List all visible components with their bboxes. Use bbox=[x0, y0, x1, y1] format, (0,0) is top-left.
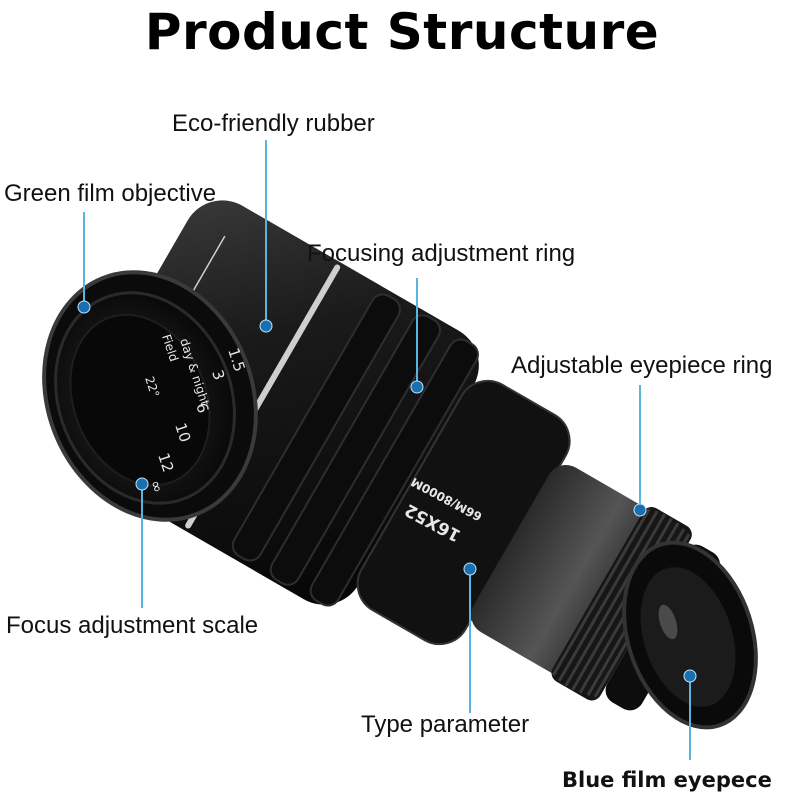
dot-type-param bbox=[463, 562, 477, 576]
scale-mark: ∞ bbox=[146, 478, 167, 495]
label-eyepiece-ring: Adjustable eyepiece ring bbox=[511, 352, 773, 379]
page-title: Product Structure bbox=[144, 3, 660, 61]
dot-focus-scale bbox=[135, 477, 149, 491]
scale-text-angle: 22° bbox=[142, 375, 162, 400]
dot-eyepiece-ring bbox=[633, 503, 647, 517]
scale-mark: 10 bbox=[171, 421, 194, 445]
leader-dots bbox=[77, 300, 697, 683]
label-blue-film-eyepiece: Blue film eyepece bbox=[562, 768, 772, 792]
leader-lines bbox=[83, 140, 691, 760]
eyepiece-lens bbox=[622, 540, 758, 730]
label-eco-rubber: Eco-friendly rubber bbox=[172, 110, 375, 137]
objective-lens bbox=[42, 270, 258, 522]
label-focusing-ring: Focusing adjustment ring bbox=[307, 240, 576, 267]
dot-green-film bbox=[77, 300, 91, 314]
label-green-film-objective: Green film objective bbox=[4, 180, 217, 207]
dot-blue-film bbox=[683, 669, 697, 683]
dot-focus-ring bbox=[410, 380, 424, 394]
dot-eco-rubber bbox=[259, 319, 273, 333]
label-focus-scale: Focus adjustment scale bbox=[6, 612, 259, 639]
label-type-parameter: Type parameter bbox=[361, 711, 530, 738]
scale-mark: 12 bbox=[154, 451, 177, 475]
